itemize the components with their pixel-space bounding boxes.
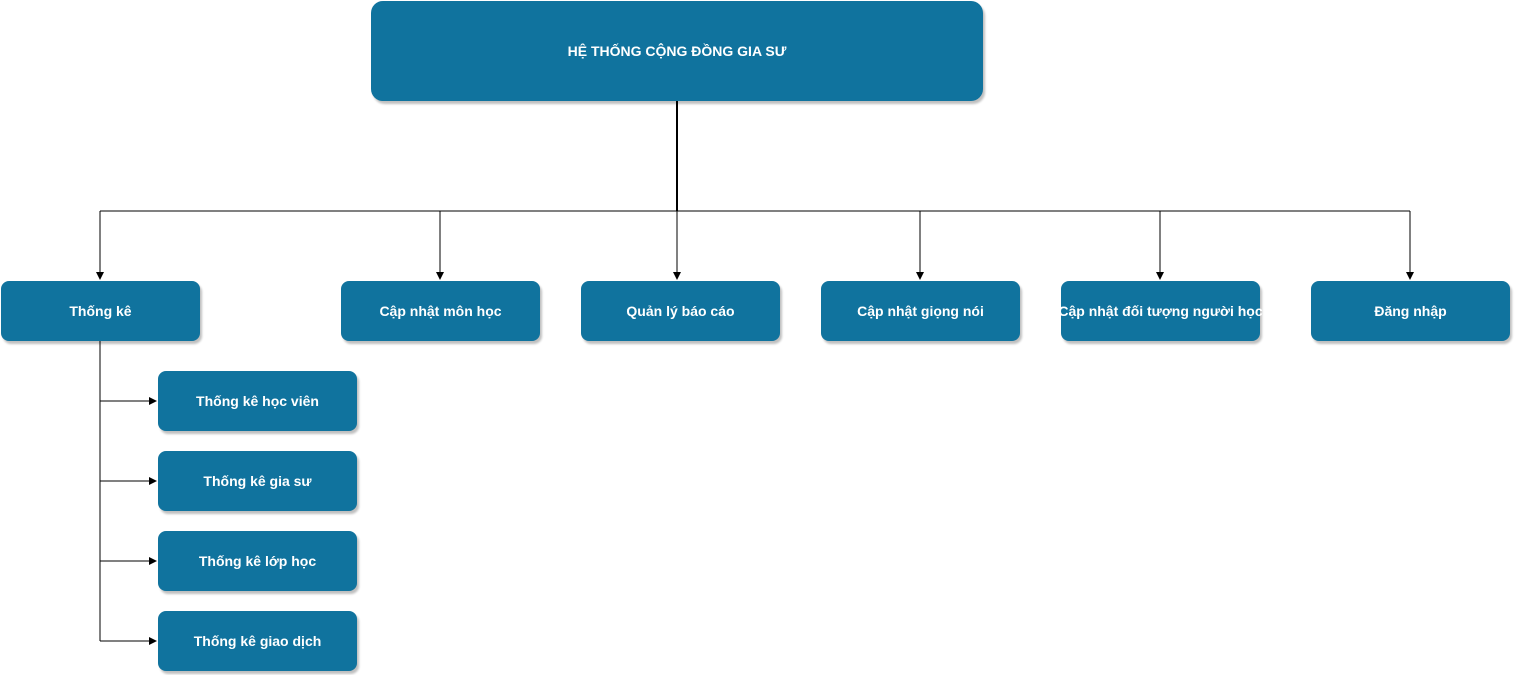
node-thong-ke-gia-su[interactable]: Thống kê gia sư — [158, 451, 357, 511]
node-cap-nhat-doi-tuong[interactable]: Cập nhật đối tượng người học — [1058, 281, 1263, 341]
node-label: Đăng nhập — [1374, 303, 1447, 319]
node-label: Thống kê lớp học — [198, 553, 317, 569]
node-label: Thống kê học viên — [196, 393, 319, 409]
node-label: Thống kê gia sư — [203, 473, 312, 489]
node-label: Cập nhật đối tượng người học — [1058, 303, 1263, 319]
root-node-label: HỆ THỐNG CỘNG ĐỒNG GIA SƯ — [567, 43, 787, 59]
node-label: Cập nhật giọng nói — [857, 303, 984, 319]
node-cap-nhat-mon-hoc[interactable]: Cập nhật môn học — [341, 281, 540, 341]
node-label: Cập nhật môn học — [379, 303, 502, 319]
node-label: Thống kê — [69, 303, 132, 319]
node-quan-ly-bao-cao[interactable]: Quản lý báo cáo — [581, 281, 780, 341]
node-thong-ke[interactable]: Thống kê — [1, 281, 200, 341]
node-label: Quản lý báo cáo — [626, 303, 735, 319]
node-cap-nhat-giong-noi[interactable]: Cập nhật giọng nói — [821, 281, 1020, 341]
root-node[interactable]: HỆ THỐNG CỘNG ĐỒNG GIA SƯ — [371, 1, 983, 101]
node-label: Thống kê giao dịch — [193, 633, 322, 649]
node-thong-ke-hoc-vien[interactable]: Thống kê học viên — [158, 371, 357, 431]
node-thong-ke-giao-dich[interactable]: Thống kê giao dịch — [158, 611, 357, 671]
node-dang-nhap[interactable]: Đăng nhập — [1311, 281, 1510, 341]
node-thong-ke-lop-hoc[interactable]: Thống kê lớp học — [158, 531, 357, 591]
